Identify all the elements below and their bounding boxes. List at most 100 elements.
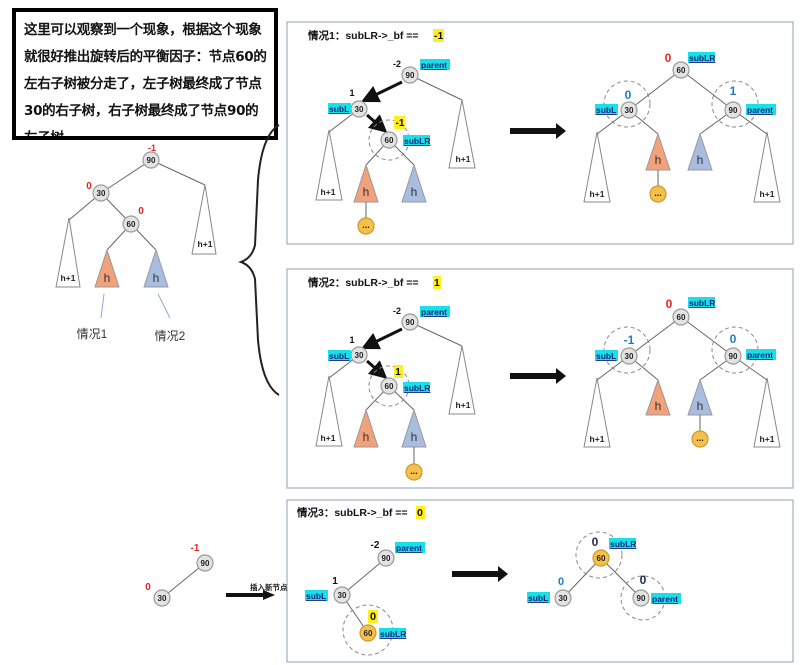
insert-arrow xyxy=(226,590,275,600)
svg-text:0: 0 xyxy=(145,582,151,593)
brace xyxy=(238,124,280,396)
svg-text:1: 1 xyxy=(730,84,737,98)
case1-before: ... h+1 h h h+1 90 30 60 -2 1 -1 parent … xyxy=(315,59,476,235)
svg-text:-2: -2 xyxy=(393,59,401,69)
svg-text:parent: parent xyxy=(421,60,447,70)
svg-text:0: 0 xyxy=(138,206,144,217)
svg-text:subLR: subLR xyxy=(610,539,636,549)
svg-text:h+1: h+1 xyxy=(321,433,336,443)
svg-text:h+1: h+1 xyxy=(760,189,775,199)
svg-text:情况3：subLR->_bf ==: 情况3：subLR->_bf == xyxy=(297,506,408,519)
svg-text:subLR: subLR xyxy=(404,383,430,393)
svg-text:h+1: h+1 xyxy=(321,187,336,197)
svg-text:1: 1 xyxy=(332,576,338,587)
svg-text:30: 30 xyxy=(158,594,167,603)
svg-text:90: 90 xyxy=(201,559,210,568)
svg-text:parent: parent xyxy=(396,543,422,553)
svg-text:30: 30 xyxy=(559,594,568,603)
svg-text:0: 0 xyxy=(592,535,599,549)
svg-text:1: 1 xyxy=(434,277,440,289)
svg-text:30: 30 xyxy=(625,106,634,115)
svg-text:60: 60 xyxy=(597,554,606,563)
svg-text:-1: -1 xyxy=(396,118,405,129)
svg-text:0: 0 xyxy=(665,51,672,65)
svg-text:-1: -1 xyxy=(191,543,200,554)
svg-text:h: h xyxy=(697,153,704,167)
svg-text:60: 60 xyxy=(385,136,394,145)
svg-text:0: 0 xyxy=(370,611,376,623)
svg-text:...: ... xyxy=(696,433,704,443)
svg-text:h+1: h+1 xyxy=(456,400,471,410)
svg-text:-2: -2 xyxy=(371,540,380,551)
svg-text:60: 60 xyxy=(385,382,394,391)
svg-text:h+1: h+1 xyxy=(590,189,605,199)
svg-text:0: 0 xyxy=(730,332,737,346)
svg-text:0: 0 xyxy=(86,181,92,192)
svg-text:30: 30 xyxy=(355,105,364,114)
svg-text:1: 1 xyxy=(349,88,354,98)
svg-text:60: 60 xyxy=(364,629,373,638)
case3-after: 60 30 90 0 0 0 subLR subL parent xyxy=(527,531,681,621)
subtree-h1-right xyxy=(191,184,217,255)
case1-after: ... h+1 h h h+1 60 30 90 0 0 1 subLR sub… xyxy=(583,51,781,203)
svg-text:30: 30 xyxy=(97,189,106,198)
svg-text:0: 0 xyxy=(640,573,647,587)
svg-text:subL: subL xyxy=(306,591,326,601)
svg-text:...: ... xyxy=(654,188,662,198)
svg-text:90: 90 xyxy=(729,352,738,361)
case1-pointer xyxy=(100,293,105,319)
svg-text:0: 0 xyxy=(625,88,632,102)
svg-text:1: 1 xyxy=(349,335,354,345)
svg-text:subL: subL xyxy=(329,351,349,361)
svg-text:h: h xyxy=(655,153,662,167)
case1: 情况1：subLR->_bf == -1 ... h+1 h h h+1 90 … xyxy=(308,29,781,235)
svg-text:subLR: subLR xyxy=(689,298,715,308)
svg-text:h+1: h+1 xyxy=(760,434,775,444)
case2-label: 情况2 xyxy=(155,329,186,343)
svg-text:90: 90 xyxy=(637,594,646,603)
svg-text:h+1: h+1 xyxy=(590,434,605,444)
svg-text:-1: -1 xyxy=(624,333,635,347)
svg-text:60: 60 xyxy=(677,66,686,75)
svg-text:h+1: h+1 xyxy=(61,273,76,283)
node-30 xyxy=(92,184,110,202)
svg-text:情况1：subLR->_bf ==: 情况1：subLR->_bf == xyxy=(308,29,419,42)
svg-text:subLR: subLR xyxy=(689,53,715,63)
svg-text:0: 0 xyxy=(417,507,423,519)
case3-before: 90 30 60 -2 1 0 parent subL subLR xyxy=(305,540,425,656)
svg-text:subLR: subLR xyxy=(404,136,430,146)
case3: 情况3：subLR->_bf == 0 90 30 60 -2 1 0 pare… xyxy=(297,506,681,656)
node-60 xyxy=(122,215,140,233)
svg-text:30: 30 xyxy=(338,591,347,600)
svg-text:0: 0 xyxy=(666,297,673,311)
node-90 xyxy=(142,151,160,169)
svg-text:subLR: subLR xyxy=(380,629,406,639)
case2-before: ... h+1 h h h+1 90 30 60 -2 1 1 parent s… xyxy=(315,306,476,481)
svg-text:subL: subL xyxy=(596,351,616,361)
svg-text:-2: -2 xyxy=(393,306,401,316)
left-tree: h+1 h h h+1 90 30 60 -1 0 0 情况1 情况2 xyxy=(55,143,217,343)
case1-label: 情况1 xyxy=(77,327,108,341)
svg-text:60: 60 xyxy=(677,313,686,322)
svg-text:h: h xyxy=(153,271,160,285)
svg-text:90: 90 xyxy=(406,318,415,327)
node-90 xyxy=(196,554,214,572)
svg-text:h: h xyxy=(697,399,704,413)
svg-text:subL: subL xyxy=(528,593,548,603)
svg-text:parent: parent xyxy=(421,307,447,317)
svg-text:0: 0 xyxy=(558,576,564,588)
explanation-note: 这里可以观察到一个现象，根据这个现象就很好推出旋转后的平衡因子：节点60的左右子… xyxy=(12,8,278,140)
svg-text:h: h xyxy=(363,185,370,199)
svg-text:-1: -1 xyxy=(434,30,443,42)
svg-text:parent: parent xyxy=(747,105,773,115)
node-30 xyxy=(153,589,171,607)
svg-text:90: 90 xyxy=(729,106,738,115)
svg-text:subL: subL xyxy=(329,104,349,114)
svg-text:h+1: h+1 xyxy=(198,239,213,249)
svg-text:...: ... xyxy=(410,466,418,476)
svg-text:情况2：subLR->_bf ==: 情况2：subLR->_bf == xyxy=(308,276,419,289)
case2-arrow xyxy=(510,368,566,384)
svg-text:90: 90 xyxy=(382,554,391,563)
case2: 情况2：subLR->_bf == 1 ... h+1 h h h+1 90 3… xyxy=(308,276,781,481)
